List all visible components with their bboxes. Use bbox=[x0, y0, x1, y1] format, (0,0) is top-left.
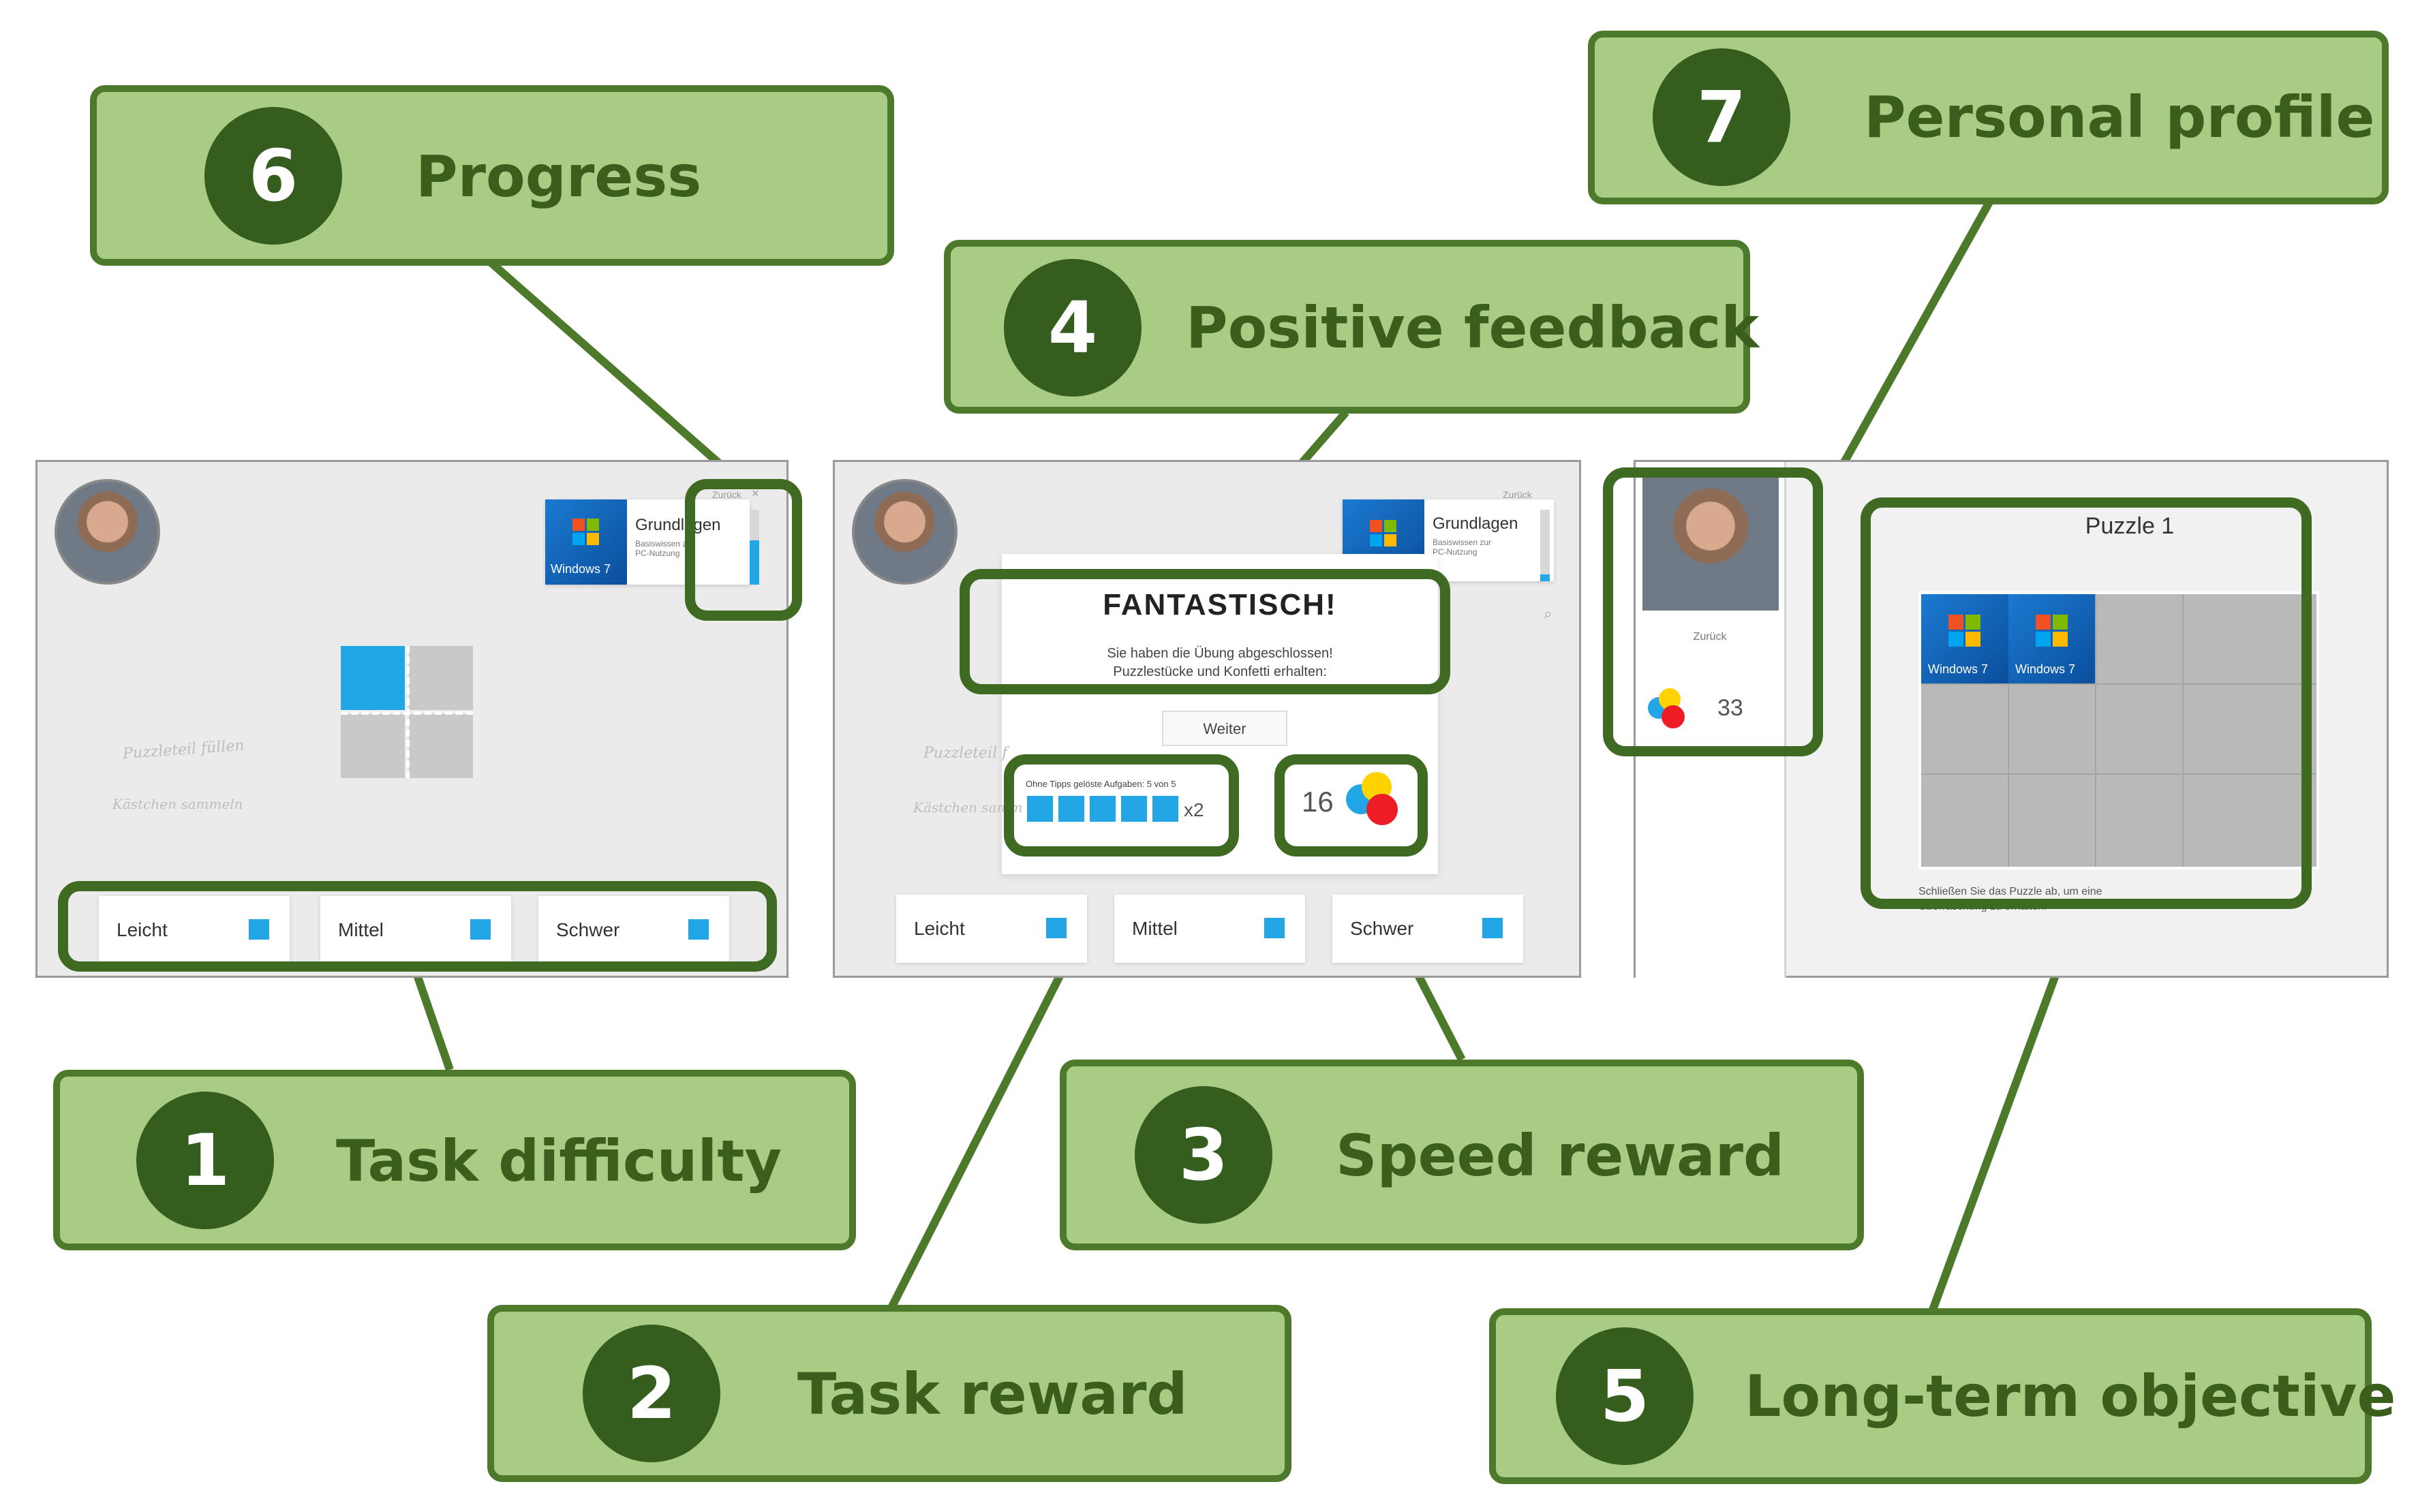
callout-number: 1 bbox=[136, 1092, 274, 1229]
feedback-line-2: Puzzlestücke und Konfetti erhalten: bbox=[1113, 664, 1327, 679]
highlight-positive-feedback bbox=[960, 569, 1450, 694]
highlight-long-term-objective bbox=[1861, 497, 2312, 909]
logo-text: Windows 7 bbox=[551, 562, 611, 576]
avatar bbox=[55, 479, 160, 585]
callout-positive-feedback: 4 Positive feedback bbox=[944, 240, 1759, 414]
screen-task-difficulty: Windows 7 Grundlagen Basiswissen zur PC-… bbox=[35, 460, 789, 978]
screen-profile-puzzle: Zurück 33 Puzzle 1 Windows 7 Windows 7 bbox=[1634, 460, 2389, 978]
continue-button[interactable]: Weiter bbox=[1162, 711, 1287, 746]
callout-speed-reward: 3 Speed reward bbox=[1060, 1060, 1864, 1250]
difficulty-label: Schwer bbox=[1350, 918, 1414, 939]
back-link[interactable]: Zurück bbox=[712, 489, 741, 500]
course-subtitle: Basiswissen zur PC-Nutzung bbox=[1433, 538, 1492, 557]
difficulty-hard-button[interactable]: Schwer bbox=[1332, 895, 1523, 963]
difficulty-medium-button[interactable]: Mittel bbox=[1114, 895, 1305, 963]
search-icon[interactable]: ⌕ bbox=[1544, 605, 1552, 622]
difficulty-icon bbox=[688, 919, 709, 940]
connector-progress bbox=[488, 259, 749, 491]
hint-fill-text: Puzzleteil füllen bbox=[122, 737, 245, 763]
highlight-speed-reward bbox=[1274, 754, 1428, 857]
highlight-task-reward bbox=[1004, 754, 1239, 857]
callout-number: 6 bbox=[204, 107, 342, 245]
windows-logo: Windows 7 bbox=[545, 499, 627, 585]
difficulty-easy-button[interactable]: Leicht bbox=[99, 896, 290, 964]
profile-photo bbox=[1642, 474, 1779, 611]
callout-label: Progress bbox=[416, 143, 702, 210]
difficulty-hard-button[interactable]: Schwer bbox=[538, 896, 729, 964]
callout-label: Personal profile bbox=[1864, 84, 2375, 151]
task-reward-multiplier: x2 bbox=[1184, 799, 1204, 820]
difficulty-label: Mittel bbox=[1132, 918, 1178, 939]
puzzle-piece-windows: Windows 7 bbox=[1921, 594, 2008, 684]
difficulty-icon bbox=[1046, 918, 1067, 938]
progress-fill bbox=[1540, 574, 1550, 581]
callout-number: 2 bbox=[583, 1325, 720, 1462]
callout-long-term-objective: 5 Long-term objective bbox=[1489, 1308, 2396, 1484]
callout-label: Task reward bbox=[797, 1361, 1188, 1428]
back-link[interactable]: Zurück bbox=[1693, 631, 1727, 643]
callout-number: 7 bbox=[1653, 48, 1790, 186]
continue-label: Weiter bbox=[1203, 720, 1246, 737]
profile-sidebar: Zurück 33 bbox=[1636, 462, 1786, 978]
callout-task-difficulty: 1 Task difficulty bbox=[53, 1070, 856, 1250]
highlight-personal-profile bbox=[1603, 467, 1823, 756]
avatar bbox=[852, 479, 958, 585]
hint-collect-text: Kästchen sammeln bbox=[112, 796, 243, 812]
puzzle-piece-windows: Windows 7 bbox=[2008, 594, 2096, 684]
callout-number: 4 bbox=[1004, 259, 1142, 397]
difficulty-icon bbox=[1264, 918, 1285, 938]
connector-task-difficulty bbox=[412, 970, 454, 1071]
course-title: Grundlagen bbox=[635, 516, 721, 534]
back-link[interactable]: Zurück bbox=[1503, 489, 1532, 500]
callout-label: Positive feedback bbox=[1186, 294, 1760, 361]
difficulty-medium-button[interactable]: Mittel bbox=[320, 896, 511, 964]
screen-feedback: Grundlagen Basiswissen zur PC-Nutzung Zu… bbox=[833, 460, 1581, 978]
callout-label: Task difficulty bbox=[336, 1128, 782, 1194]
task-reward-box: Ohne Tipps gelöste Aufgaben: 5 von 5 x2 bbox=[1013, 765, 1242, 833]
progress-fill bbox=[750, 540, 759, 585]
close-icon[interactable]: × bbox=[752, 487, 759, 500]
task-reward-caption: Ohne Tipps gelöste Aufgaben: 5 von 5 bbox=[1026, 779, 1176, 789]
difficulty-label: Leicht bbox=[914, 918, 965, 939]
speed-reward-box: 16 bbox=[1281, 765, 1418, 833]
highlight-progress bbox=[685, 479, 802, 621]
difficulty-label: Schwer bbox=[556, 919, 620, 940]
puzzle-title: Puzzle 1 bbox=[2085, 513, 2175, 539]
puzzle-grid bbox=[1921, 594, 2316, 867]
callout-label: Speed reward bbox=[1336, 1122, 1785, 1189]
confetti-count: 33 bbox=[1717, 695, 1743, 721]
speed-reward-value: 16 bbox=[1302, 786, 1334, 818]
callout-progress: 6 Progress bbox=[90, 85, 894, 266]
callout-personal-profile: 7 Personal profile bbox=[1588, 31, 2389, 204]
feedback-title: FANTASTISCH! bbox=[1103, 588, 1337, 621]
difficulty-icon bbox=[470, 919, 491, 940]
hint-fill-text: Puzzleteil f bbox=[923, 745, 1008, 762]
difficulty-label: Mittel bbox=[338, 919, 384, 940]
course-card[interactable]: Windows 7 Grundlagen Basiswissen zur PC-… bbox=[545, 499, 750, 585]
difficulty-label: Leicht bbox=[117, 919, 168, 940]
difficulty-icon bbox=[249, 919, 269, 940]
difficulty-easy-button[interactable]: Leicht bbox=[896, 895, 1087, 963]
puzzle-board: Windows 7 Windows 7 bbox=[1918, 591, 2319, 869]
course-subtitle: Basiswissen zur PC-Nutzung bbox=[635, 539, 694, 558]
highlight-task-difficulty bbox=[58, 881, 777, 972]
course-title: Grundlagen bbox=[1433, 514, 1518, 533]
callout-number: 3 bbox=[1135, 1086, 1272, 1224]
difficulty-icon bbox=[1482, 918, 1503, 938]
puzzle-piece-target[interactable] bbox=[341, 646, 477, 782]
callout-number: 5 bbox=[1556, 1327, 1694, 1465]
callout-label: Long-term objective bbox=[1745, 1363, 2396, 1430]
logo-text: Windows 7 bbox=[1928, 662, 1989, 676]
feedback-line-1: Sie haben die Übung abgeschlossen! bbox=[1107, 646, 1333, 661]
connector-personal-profile bbox=[1822, 199, 1994, 496]
progress-bar bbox=[1540, 510, 1550, 581]
progress-bar bbox=[750, 510, 759, 585]
callout-task-reward: 2 Task reward bbox=[487, 1305, 1291, 1482]
logo-text: Windows 7 bbox=[2015, 662, 2076, 676]
